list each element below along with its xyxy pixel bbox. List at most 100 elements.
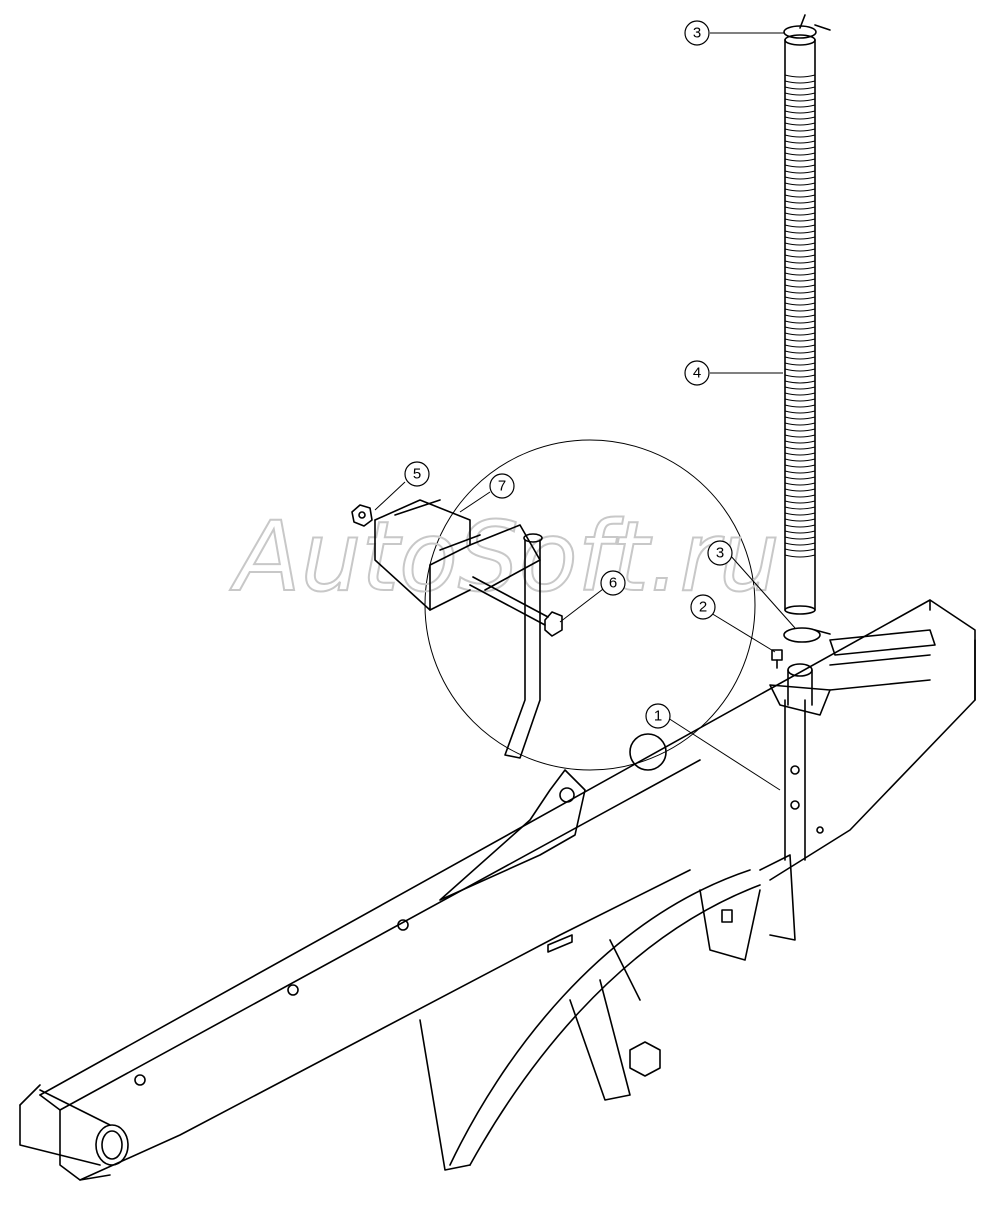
adjustment-holes (829, 629, 936, 691)
spring-coil (784, 98, 816, 102)
spring-coil (784, 494, 816, 498)
spring-coil (784, 248, 816, 252)
spring-coil (784, 128, 816, 132)
callout-1: 1 (645, 703, 671, 729)
callout-label: 5 (413, 466, 421, 483)
spring-coil (784, 296, 816, 300)
spring-coil (784, 392, 816, 396)
spring-coil (784, 368, 816, 372)
spring-coil (784, 554, 816, 558)
curved-shank (419, 854, 796, 1171)
callout-2: 2 (690, 594, 716, 620)
spring-coil (784, 434, 816, 438)
spring-coil (784, 338, 816, 342)
holder-bracket (374, 499, 541, 611)
spring-coil (784, 182, 816, 186)
spring-coil (784, 134, 816, 138)
spring-coil (784, 92, 816, 96)
spring-coil (784, 404, 816, 408)
spring-coil (784, 440, 816, 444)
spring-coil (784, 410, 816, 414)
spring-coil (784, 254, 816, 258)
callout-5: 5 (404, 461, 430, 487)
callout-label: 3 (693, 25, 701, 42)
spring-coil (784, 500, 816, 504)
spring-coil (784, 278, 816, 282)
spring-coil (784, 80, 816, 84)
spring-coil (784, 530, 816, 534)
spring-coil (784, 344, 816, 348)
top-clip (783, 14, 831, 39)
spring-coil (784, 524, 816, 528)
lower-clip (783, 627, 831, 643)
spring-coil (784, 122, 816, 126)
spring-coil (784, 386, 816, 390)
callout-label: 7 (498, 478, 506, 495)
spring-coil (784, 482, 816, 486)
callout-label: 4 (693, 365, 701, 382)
spring-coil (784, 224, 816, 228)
spring-coil (784, 290, 816, 294)
spring-coils (784, 74, 816, 558)
spring-coil (784, 536, 816, 540)
spring-rod (784, 34, 816, 615)
spring-coil (784, 146, 816, 150)
spring-coil (784, 470, 816, 474)
spring-coil (784, 74, 816, 78)
spring-coil (784, 200, 816, 204)
spring-coil (784, 548, 816, 552)
spring-coil (784, 242, 816, 246)
spring-coil (784, 212, 816, 216)
spring-coil (784, 164, 816, 168)
spring-coil (784, 236, 816, 240)
spring-coil (784, 170, 816, 174)
leader-lines (374, 32, 796, 791)
spring-coil (784, 398, 816, 402)
spring-coil (784, 188, 816, 192)
spring-coil (784, 302, 816, 306)
spring-coil (784, 488, 816, 492)
spring-coil (784, 218, 816, 222)
spring-coil (784, 374, 816, 378)
callout-3-top: 3 (684, 20, 710, 46)
spring-coil (784, 140, 816, 144)
spring-coil (784, 458, 816, 462)
spring-coil (784, 446, 816, 450)
spring-coil (784, 416, 816, 420)
spring-coil (784, 104, 816, 108)
frame-bracket (439, 769, 586, 901)
spring-coil (784, 110, 816, 114)
watermark-text: AutoSoft.ru (229, 501, 780, 613)
spring-coil (784, 422, 816, 426)
spring-coil (784, 356, 816, 360)
spring-coil (784, 266, 816, 270)
spring-coil (784, 332, 816, 336)
spring-coil (784, 116, 816, 120)
spring-coil (784, 260, 816, 264)
spring-coil (784, 452, 816, 456)
long-bolt (469, 576, 563, 637)
spring-coil (784, 518, 816, 522)
spring-coil (784, 152, 816, 156)
spring-coil (784, 326, 816, 330)
spring-coil (784, 230, 816, 234)
spring-coil (784, 428, 816, 432)
spring-coil (784, 380, 816, 384)
spring-coil (784, 314, 816, 318)
spring-coil (784, 320, 816, 324)
spring-coil (784, 176, 816, 180)
nut (351, 504, 373, 527)
callout-label: 3 (716, 545, 724, 562)
spring-coil (784, 308, 816, 312)
spring-coil (784, 350, 816, 354)
spring-coil (784, 206, 816, 210)
small-bolt (771, 649, 783, 669)
callout-4: 4 (684, 360, 710, 386)
spring-coil (784, 362, 816, 366)
front-tube (19, 1084, 129, 1166)
spring-coil (784, 512, 816, 516)
callout-label: 2 (699, 599, 707, 616)
spring-coil (784, 542, 816, 546)
